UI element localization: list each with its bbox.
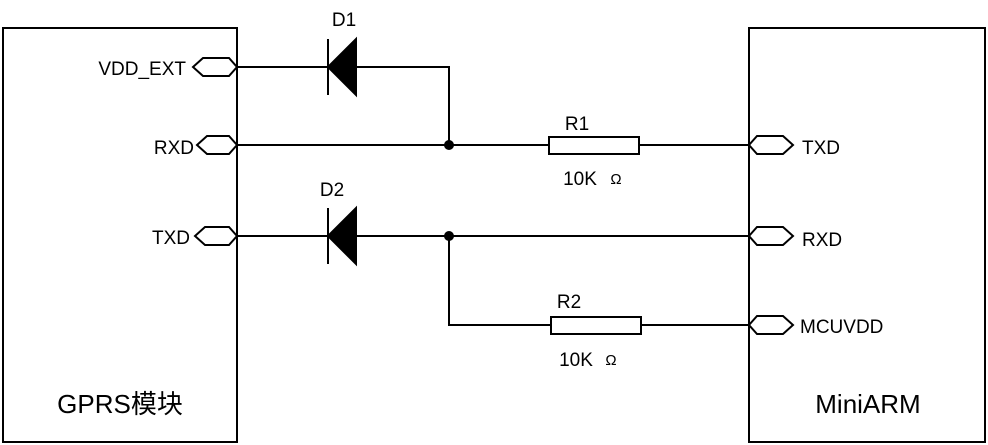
port-gprs-rxd — [195, 135, 239, 155]
miniarm-pin-rxd-label: RXD — [802, 230, 842, 251]
port-miniarm-txd — [747, 135, 795, 155]
resistor-r1 — [548, 136, 640, 155]
junction-dot-r1 — [444, 140, 454, 150]
diode-d2-label: D2 — [320, 180, 344, 201]
port-miniarm-rxd — [747, 226, 795, 246]
resistor-r2-unit: Ω — [605, 352, 616, 369]
resistor-r2 — [550, 316, 642, 335]
resistor-r2-value: 10K — [559, 350, 593, 371]
port-gprs-txd — [193, 226, 239, 246]
wire-d1-to-node — [356, 66, 450, 145]
miniarm-pin-mcuvdd-label: MCUVDD — [800, 317, 883, 338]
diode-d2 — [326, 205, 357, 267]
resistor-r1-label: R1 — [565, 114, 589, 135]
miniarm-pin-txd-label: TXD — [802, 138, 840, 159]
port-miniarm-mcuvdd — [747, 315, 795, 335]
resistor-r1-unit: Ω — [610, 171, 621, 188]
resistor-r2-label: R2 — [557, 292, 581, 313]
resistor-r1-value: 10K — [563, 169, 597, 190]
gprs-pin-txd-label: TXD — [152, 228, 190, 249]
junction-dot-d2 — [444, 231, 454, 241]
gprs-module-title: GPRS模块 — [57, 389, 183, 419]
diode-d1-label: D1 — [332, 10, 356, 31]
diode-d1 — [326, 36, 357, 98]
gprs-pin-vdd-ext-label: VDD_EXT — [98, 59, 186, 80]
gprs-pin-rxd-label: RXD — [154, 138, 194, 159]
miniarm-module-title: MiniARM — [815, 389, 920, 419]
port-gprs-vdd-ext — [191, 57, 239, 77]
wire-node-to-r2 — [448, 236, 551, 326]
